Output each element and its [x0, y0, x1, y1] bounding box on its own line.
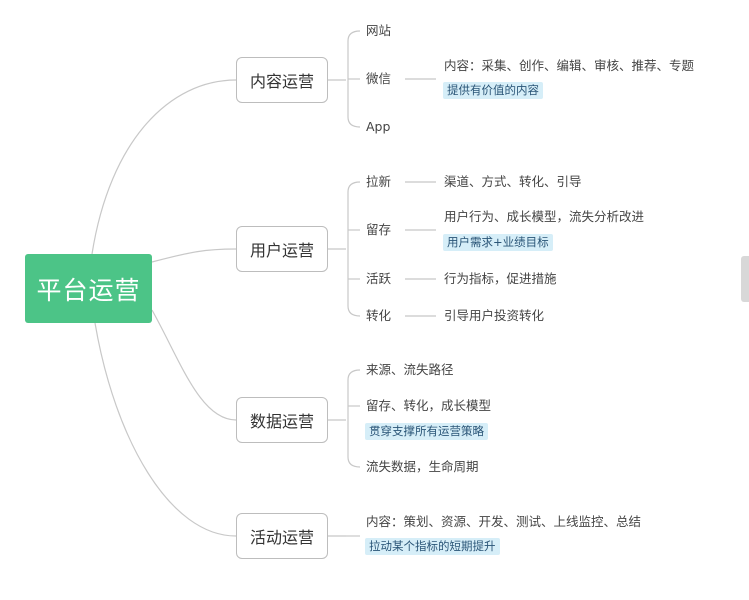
- branch-data-ops[interactable]: 数据运营: [236, 397, 328, 443]
- detail-conversion[interactable]: 引导用户投资转化: [444, 308, 545, 323]
- leaf-wechat[interactable]: 微信: [366, 71, 392, 86]
- leaf-activity-content[interactable]: 内容：策划、资源、开发、测试、上线监控、总结: [366, 514, 642, 529]
- detail-acquisition[interactable]: 渠道、方式、转化、引导: [444, 174, 582, 189]
- detail-retention[interactable]: 用户行为、成长模型，流失分析改进: [444, 209, 645, 224]
- leaf-retention-growth[interactable]: 留存、转化，成长模型: [366, 398, 492, 413]
- leaf-app[interactable]: App: [366, 119, 391, 134]
- note-retention: 用户需求+业绩目标: [443, 234, 553, 251]
- side-scroll-handle[interactable]: [741, 256, 749, 302]
- branch-activity-ops[interactable]: 活动运营: [236, 513, 328, 559]
- note-wechat: 提供有价值的内容: [443, 82, 543, 99]
- leaf-activity[interactable]: 活跃: [366, 271, 392, 286]
- branch-user-ops[interactable]: 用户运营: [236, 226, 328, 272]
- leaf-churn-lifecycle[interactable]: 流失数据，生命周期: [366, 459, 479, 474]
- leaf-conversion[interactable]: 转化: [366, 308, 392, 323]
- link-root-content: [91, 79, 237, 255]
- link-root-user: [151, 248, 237, 263]
- leaf-acquisition[interactable]: 拉新: [366, 174, 392, 189]
- detail-activity[interactable]: 行为指标，促进措施: [444, 271, 557, 286]
- leaf-retention[interactable]: 留存: [366, 222, 392, 237]
- branch-content-ops[interactable]: 内容运营: [236, 57, 328, 103]
- link-root-data: [151, 309, 237, 421]
- leaf-source-churn-path[interactable]: 来源、流失路径: [366, 362, 454, 377]
- root-node[interactable]: 平台运营: [25, 254, 152, 323]
- note-activity-boost: 拉动某个指标的短期提升: [365, 538, 500, 555]
- note-data-support: 贯穿支撑所有运营策略: [365, 423, 488, 440]
- detail-wechat[interactable]: 内容：采集、创作、编辑、审核、推荐、专题: [444, 58, 695, 73]
- link-root-activity: [94, 322, 237, 537]
- leaf-website[interactable]: 网站: [366, 23, 392, 38]
